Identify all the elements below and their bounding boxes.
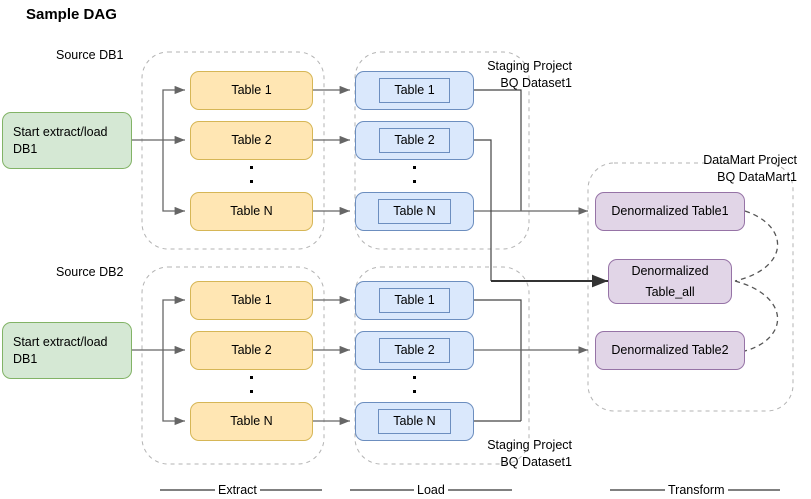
edge-start1-tn <box>162 140 185 216</box>
edge-start1-t1 <box>162 85 185 140</box>
label-source-db1: Source DB1 <box>56 48 124 62</box>
node-label-line2: Table_all <box>645 285 695 299</box>
load-inner-rect: Table N <box>378 199 451 224</box>
denormalized-table-all[interactable]: Denormalized Table_all <box>608 259 732 304</box>
start-extract-load-db1-top[interactable]: Start extract/load DB1 <box>2 112 132 169</box>
edge-ldtop2-to-all <box>474 139 492 281</box>
load-inner-rect: Table 1 <box>379 78 450 103</box>
label-staging-top: Staging Project BQ Dataset1 <box>487 59 572 90</box>
label-staging-bottom: Staging Project BQ Dataset1 <box>487 438 572 469</box>
extract-top-table-n[interactable]: Table N <box>190 192 313 231</box>
extract-bottom-table-1[interactable]: Table 1 <box>190 281 313 320</box>
node-label: Table 2 <box>231 343 272 358</box>
extract-bottom-ellipsis <box>190 376 313 404</box>
phase-transform: Transform <box>665 483 728 497</box>
extract-bottom-table-n[interactable]: Table N <box>190 402 313 441</box>
load-top-table-2[interactable]: Table 2 <box>355 121 474 160</box>
phase-extract: Extract <box>215 483 260 497</box>
edge-ldbot1-to-dn2 <box>474 299 522 421</box>
node-label: Table 1 <box>231 293 272 308</box>
label-datamart: DataMart Project BQ DataMart1 <box>703 153 797 184</box>
extract-top-table-2[interactable]: Table 2 <box>190 121 313 160</box>
node-label: Table N <box>230 414 273 429</box>
load-bottom-ellipsis <box>355 376 474 404</box>
load-inner-rect: Table 2 <box>379 128 450 153</box>
phase-load: Load <box>414 483 448 497</box>
load-inner-rect: Table 1 <box>379 288 450 313</box>
load-inner-rect: Table 2 <box>379 338 450 363</box>
extract-top-ellipsis <box>190 166 313 194</box>
page-title: Sample DAG <box>26 6 117 23</box>
label-source-db2: Source DB2 <box>56 265 124 279</box>
node-label: Table N <box>230 204 273 219</box>
node-label-line1: Denormalized <box>631 263 709 278</box>
start-node-label: Start extract/load DB1 <box>13 335 108 366</box>
load-top-ellipsis <box>355 166 474 194</box>
load-bottom-table-2[interactable]: Table 2 <box>355 331 474 370</box>
load-inner-rect: Table N <box>378 409 451 434</box>
denormalized-table1[interactable]: Denormalized Table1 <box>595 192 745 231</box>
load-top-table-n[interactable]: Table N <box>355 192 474 231</box>
load-bottom-table-1[interactable]: Table 1 <box>355 281 474 320</box>
extract-top-table-1[interactable]: Table 1 <box>190 71 313 110</box>
node-label: Denormalized Table1 <box>611 204 729 219</box>
load-bottom-table-n[interactable]: Table N <box>355 402 474 441</box>
denormalized-table2[interactable]: Denormalized Table2 <box>595 331 745 370</box>
extract-bottom-table-2[interactable]: Table 2 <box>190 331 313 370</box>
node-label: Table 1 <box>231 83 272 98</box>
edge-start2-t1 <box>162 295 185 350</box>
node-label: Table 2 <box>231 133 272 148</box>
edge-start2-tn <box>162 350 185 426</box>
start-extract-load-db1-bottom[interactable]: Start extract/load DB1 <box>2 322 132 379</box>
node-label: Denormalized Table2 <box>611 343 729 358</box>
start-node-label: Start extract/load DB1 <box>13 125 108 156</box>
load-top-table-1[interactable]: Table 1 <box>355 71 474 110</box>
edge-ldtop1-to-dn1 <box>474 89 522 211</box>
